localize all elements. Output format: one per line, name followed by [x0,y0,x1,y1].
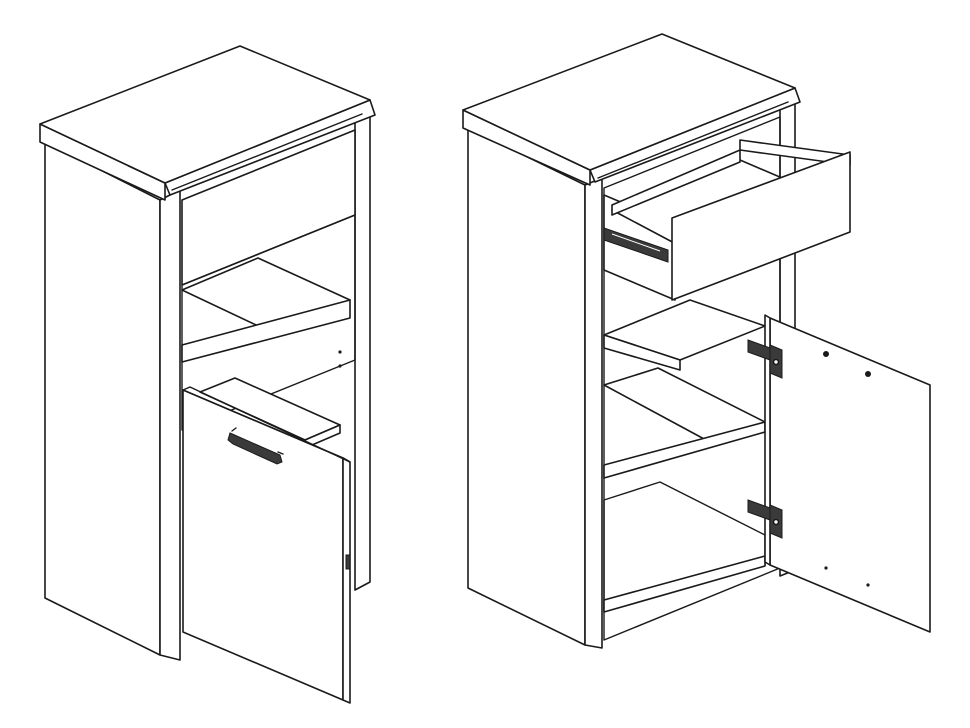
right-front-stile [584,177,603,649]
left-side-panel [44,141,161,656]
cabinet-right [462,33,931,649]
right-door-hole [823,351,829,357]
drawer-slide-icon [603,227,669,263]
right-lower-compartment [603,481,766,611]
left-top-surface [39,45,371,184]
right-drawer-front [671,151,851,301]
left-front-stile-right [354,111,371,591]
hinge-icon [747,339,783,379]
left-door-edge [342,457,351,704]
handle-icon[interactable] [227,427,284,465]
left-shelf-opening [181,214,356,431]
right-top-surface [462,33,796,171]
right-door-hole [865,371,871,377]
left-shelf-edge [181,299,351,363]
right-upper-shelf-edge [603,334,681,371]
right-door-hole [866,583,870,587]
left-pin-hole [338,364,342,368]
right-side-panel [467,127,586,646]
hinge-icon [747,499,783,539]
right-mid-shelf-edge [603,421,766,479]
right-top-groove [597,101,789,179]
left-front-stile [159,189,181,661]
right-door-hole [824,566,828,570]
right-bottom-shelf-edge [603,555,766,613]
right-drawer[interactable] [603,139,851,301]
left-door-top-edge [182,386,351,463]
left-hinge-marker [345,554,351,570]
cabinet-left [39,45,376,704]
right-door-edge [764,314,771,566]
right-door-panel [769,317,931,633]
right-drawer-back [611,149,741,216]
left-top-groove [171,113,363,191]
right-door[interactable] [764,314,931,633]
left-pin-hole [338,350,342,354]
